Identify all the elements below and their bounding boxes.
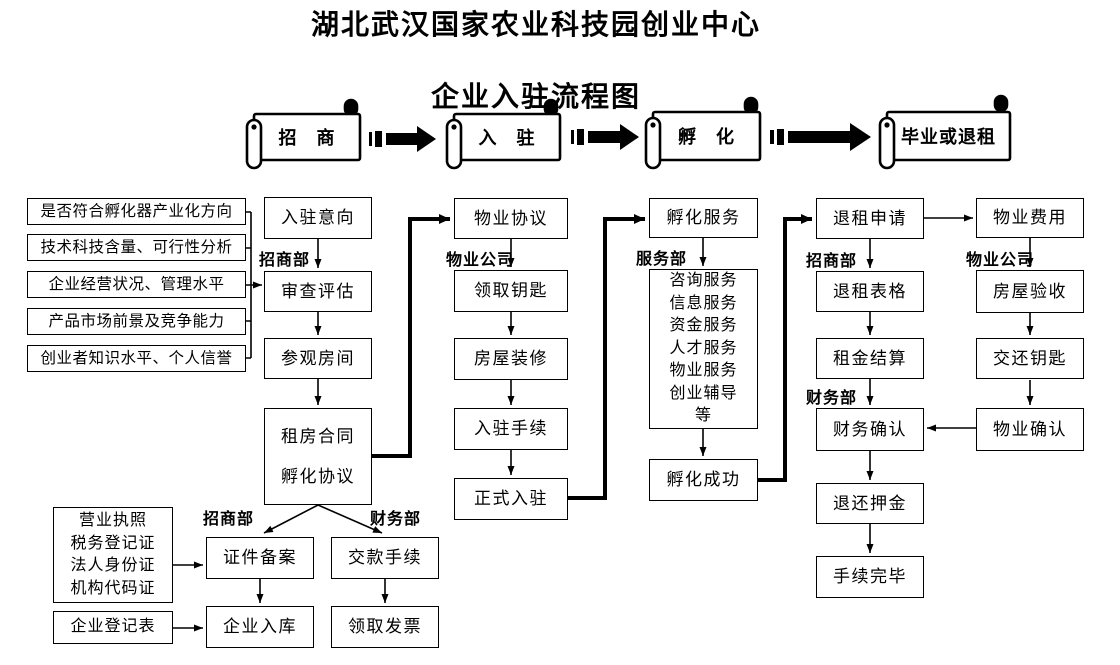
node-registration-form: 企业登记表	[53, 611, 173, 644]
dept-label-investment-3: 招商部	[203, 511, 255, 528]
node-enterprise-database: 企业入库	[206, 606, 314, 648]
node-review-assess: 审查评估	[264, 271, 372, 312]
title-line1: 湖北武汉国家农业科技园创业中心	[310, 10, 761, 41]
node-property-confirm: 物业确认	[976, 408, 1084, 451]
dept-label-investment-1: 招商部	[259, 252, 311, 269]
node-lease-contract: 租房合同 孵化协议	[264, 408, 372, 505]
node-return-keys: 交还钥匙	[976, 338, 1084, 379]
node-property-agreement: 物业协议	[454, 198, 568, 239]
node-renovation: 房屋装修	[454, 338, 568, 380]
page-title: 湖北武汉国家农业科技园创业中心 企业入驻流程图	[0, 8, 1072, 116]
node-document-filing: 证件备案	[206, 537, 314, 579]
node-incubation-success: 孵化成功	[649, 459, 758, 501]
node-finance-confirm: 财务确认	[816, 408, 924, 451]
stage-arrow-icons	[369, 123, 871, 152]
banner-entry: 入 驻	[478, 128, 536, 148]
node-criteria-market: 产品市场前景及竞争能力	[27, 308, 246, 335]
node-checkin-procedure: 入驻手续	[454, 408, 568, 450]
scroll-banner-shapes	[245, 94, 1012, 170]
node-criteria-credit: 创业者知识水平、个人信誉	[27, 345, 246, 372]
node-entry-intent: 入驻意向	[264, 197, 372, 239]
dept-label-property-co-1: 物业公司	[446, 252, 515, 269]
node-get-invoice: 领取发票	[331, 606, 439, 648]
node-procedure-complete: 手续完毕	[816, 556, 924, 598]
dept-label-property-co-2: 物业公司	[966, 252, 1035, 269]
banner-investment: 招 商	[278, 128, 336, 148]
node-official-entry: 正式入驻	[454, 478, 568, 520]
banner-graduation: 毕业或退租	[901, 127, 996, 147]
node-visit-rooms: 参观房间	[264, 338, 372, 379]
dept-label-finance-2: 财务部	[370, 511, 422, 528]
title-line2: 企业入驻流程图	[430, 82, 641, 113]
node-payment-procedure: 交款手续	[331, 537, 439, 579]
node-withdraw-form: 退租表格	[816, 271, 924, 312]
node-criteria-management: 企业经营状况、管理水平	[27, 271, 246, 298]
node-withdraw-apply: 退租申请	[816, 198, 924, 239]
node-deposit-return: 退还押金	[816, 483, 924, 524]
node-license-docs: 营业执照 税务登记证 法人身份证 机构代码证	[53, 507, 173, 603]
node-property-fee: 物业费用	[976, 198, 1084, 238]
node-incubation-service: 孵化服务	[649, 198, 758, 238]
dept-label-investment-2: 招商部	[806, 253, 858, 270]
banner-incubation: 孵 化	[678, 127, 735, 147]
node-criteria-direction: 是否符合孵化器产业化方向	[27, 198, 246, 225]
stage-elbow-connectors	[372, 214, 812, 500]
node-service-list: 咨询服务 信息服务 资金服务 人才服务 物业服务 创业辅导 等	[649, 269, 758, 429]
node-house-inspection: 房屋验收	[976, 270, 1084, 313]
flow-arrows	[173, 211, 1034, 632]
node-get-keys: 领取钥匙	[454, 270, 568, 312]
node-rent-settlement: 租金结算	[816, 338, 924, 379]
dept-label-finance-1: 财务部	[806, 390, 858, 407]
node-criteria-feasibility: 技术科技含量、可行性分析	[27, 234, 246, 261]
dept-label-service: 服务部	[636, 251, 688, 268]
